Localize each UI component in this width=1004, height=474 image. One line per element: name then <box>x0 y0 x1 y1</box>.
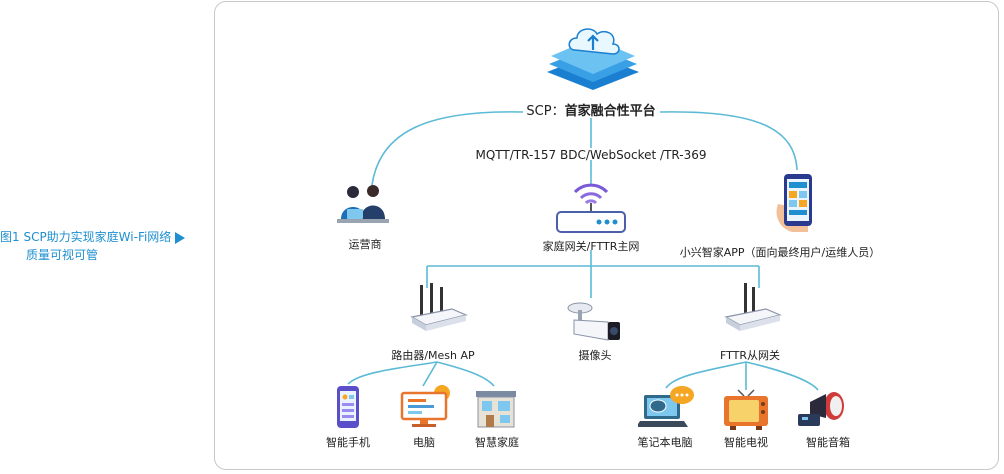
link-fttr-laptop <box>665 361 747 389</box>
link-platform-operator <box>371 111 524 186</box>
home-gateway-icon <box>556 183 626 233</box>
smarthome-label: 智慧家庭 <box>475 436 519 449</box>
cloud-platform-icon <box>547 28 639 90</box>
camera-label: 摄像头 <box>578 349 612 362</box>
caption-line1: 图1 SCP助力实现家庭Wi-Fi网络 <box>0 230 172 244</box>
caption-arrow-icon <box>175 231 186 244</box>
router-label: 路由器/Mesh AP <box>391 349 475 362</box>
app-label: 小兴智家APP（面向最终用户/运维人员） <box>679 246 881 259</box>
figure-caption: 图1 SCP助力实现家庭Wi-Fi网络 质量可视可管 <box>0 228 210 264</box>
app-phone-icon <box>776 174 812 232</box>
computer-icon <box>400 385 450 427</box>
speaker-label: 智能音箱 <box>806 436 850 449</box>
smart-home-icon <box>476 391 516 428</box>
laptop-icon <box>638 386 694 427</box>
platform-prefix: SCP： <box>526 104 565 119</box>
tv-icon <box>724 389 768 430</box>
phone-label: 智能手机 <box>326 436 370 449</box>
link-router-pc <box>422 361 438 387</box>
link-fttr-speaker <box>745 361 819 391</box>
platform-name: 首家融合性平台 <box>564 104 656 119</box>
link-platform-app <box>659 111 798 171</box>
operator-label: 运营商 <box>348 238 382 251</box>
operator-people-icon <box>337 185 389 223</box>
fttr-slave-label: FTTR从网关 <box>719 349 781 362</box>
fttr-slave-icon <box>724 283 782 331</box>
smart-speaker-icon <box>798 392 844 426</box>
link-router-home <box>436 361 495 387</box>
smartphone-icon <box>337 386 359 428</box>
gateway-label: 家庭网关/FTTR主网 <box>542 240 640 253</box>
platform-title: SCP：首家融合性平台 <box>526 100 655 119</box>
laptop-label: 笔记本电脑 <box>637 436 693 449</box>
protocol-label: MQTT/TR-157 BDC/WebSocket /TR-369 <box>475 148 707 162</box>
pc-label: 电脑 <box>413 436 435 449</box>
link-router-phone <box>347 361 438 385</box>
camera-icon <box>567 302 620 341</box>
caption-line2: 质量可视可管 <box>26 248 99 262</box>
router-icon <box>410 283 468 331</box>
tv-label: 智能电视 <box>724 436 768 449</box>
